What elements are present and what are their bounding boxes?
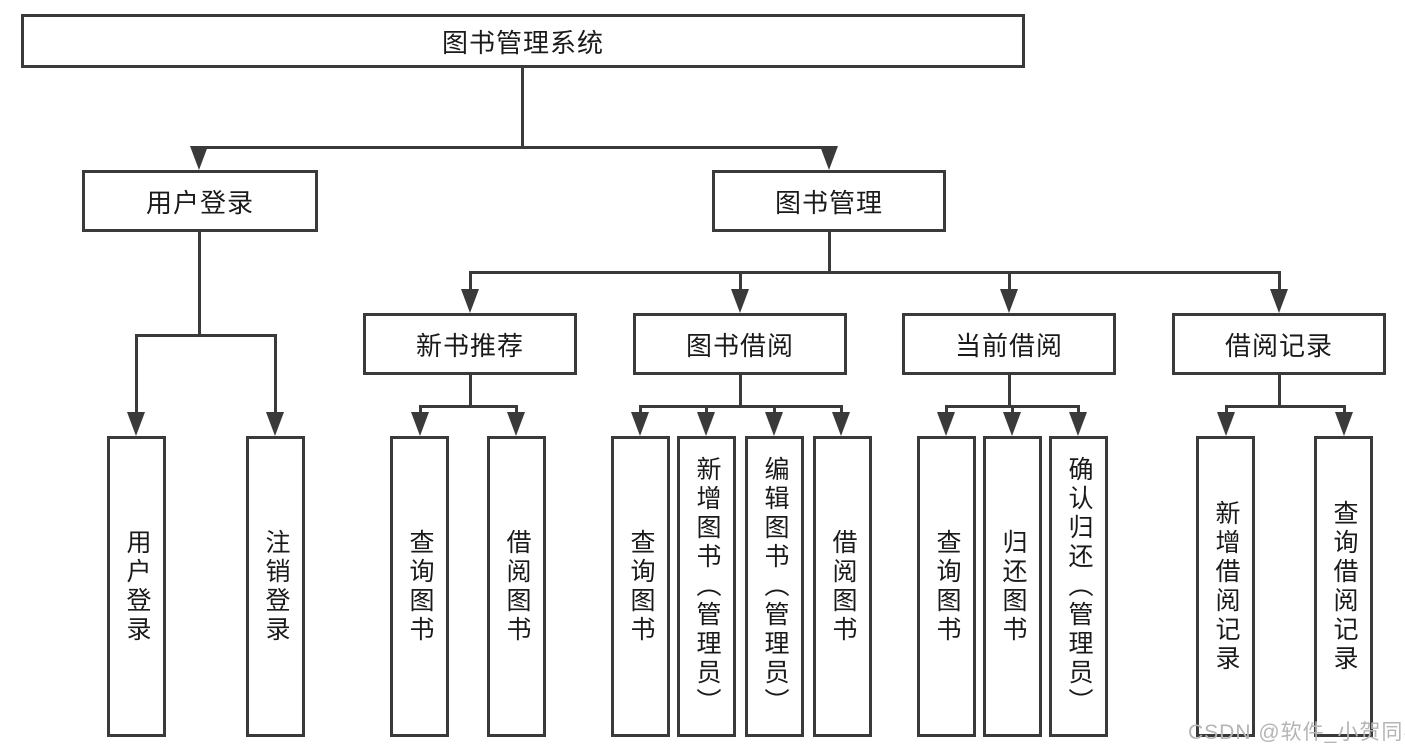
arrowhead-icon: [507, 412, 525, 436]
edge-drop-book-borrow: [739, 271, 742, 291]
edge-drop: [419, 405, 422, 418]
arrowhead-icon: [1217, 412, 1235, 436]
leaf-label: 确认归还（管理员）: [1065, 456, 1093, 717]
edge-drop: [1077, 405, 1080, 418]
leaf-logout: 注销登录: [246, 436, 305, 737]
node-borrowing-records: 借阅记录: [1172, 313, 1386, 375]
node-new-book-recommend: 新书推荐: [363, 313, 577, 375]
arrowhead-icon: [1335, 412, 1353, 436]
edge-new-books-stem: [469, 375, 472, 408]
edge-drop: [840, 405, 843, 418]
arrowhead-icon: [1069, 412, 1087, 436]
arrowhead-icon: [461, 289, 479, 313]
node-book-borrowing-label: 图书借阅: [685, 330, 794, 361]
edge-drop: [773, 405, 776, 418]
node-new-book-recommend-label: 新书推荐: [415, 330, 524, 361]
arrowhead-icon: [697, 412, 715, 436]
node-root-library-system: 图书管理系统: [21, 14, 1025, 68]
edge-drop-current-borrow: [1008, 271, 1011, 291]
arrowhead-icon: [127, 412, 145, 436]
leaf-return-books: 归还图书: [983, 436, 1042, 737]
arrowhead-icon: [832, 412, 850, 436]
node-book-management-label: 图书管理: [774, 187, 883, 218]
leaf-label: 注销登录: [262, 528, 290, 645]
arrowhead-icon: [731, 289, 749, 313]
node-current-borrowing: 当前借阅: [902, 313, 1116, 375]
edge-borrow-records-stem: [1278, 375, 1281, 408]
leaf-borrow-books-recommend: 借阅图书: [487, 436, 546, 737]
edge-drop-new-books: [469, 271, 472, 291]
node-book-borrowing: 图书借阅: [633, 313, 847, 375]
node-borrowing-records-label: 借阅记录: [1224, 330, 1333, 361]
leaf-label: 查询图书: [933, 528, 961, 645]
arrowhead-icon: [937, 412, 955, 436]
edge-root-stem: [521, 68, 524, 149]
arrowhead-icon: [820, 146, 838, 170]
leaf-label: 查询图书: [406, 528, 434, 645]
leaf-add-books-admin: 新增图书（管理员）: [677, 436, 736, 737]
edge-drop-borrow-records: [1278, 271, 1281, 291]
leaf-label: 查询借阅记录: [1330, 499, 1358, 674]
edge-drop: [1011, 405, 1014, 418]
edge-drop-leaf-login: [135, 334, 138, 418]
edge-current-borrow-stem: [1008, 375, 1011, 408]
csdn-watermark: CSDN @软件_小贺同学: [1188, 721, 1405, 744]
node-current-borrowing-label: 当前借阅: [954, 330, 1063, 361]
leaf-query-books-recommend: 查询图书: [390, 436, 449, 737]
node-user-login-label: 用户登录: [145, 187, 254, 218]
arrowhead-icon: [631, 412, 649, 436]
node-root-label: 图书管理系统: [441, 27, 604, 58]
arrowhead-icon: [266, 412, 284, 436]
edge-drop: [1343, 405, 1346, 418]
edge-book-borrow-bar: [639, 405, 843, 408]
leaf-label: 借阅图书: [503, 528, 531, 645]
leaf-label: 借阅图书: [829, 528, 857, 645]
edge-drop: [1225, 405, 1228, 418]
edge-user-login-stem: [198, 232, 201, 337]
leaf-edit-books-admin: 编辑图书（管理员）: [745, 436, 804, 737]
leaf-confirm-return-admin: 确认归还（管理员）: [1049, 436, 1108, 737]
leaf-user-login: 用户登录: [107, 436, 166, 737]
arrowhead-icon: [1270, 289, 1288, 313]
leaf-label: 查询图书: [627, 528, 655, 645]
arrowhead-icon: [1003, 412, 1021, 436]
edge-new-books-bar: [419, 405, 518, 408]
leaf-label: 归还图书: [999, 528, 1027, 645]
edge-root-bar: [199, 146, 831, 149]
arrowhead-icon: [190, 146, 208, 170]
edge-book-mgmt-stem: [828, 232, 831, 274]
edge-drop: [515, 405, 518, 418]
node-user-login: 用户登录: [82, 170, 318, 232]
node-book-management: 图书管理: [712, 170, 946, 232]
leaf-label: 新增借阅记录: [1212, 499, 1240, 674]
edge-drop-leaf-logout: [274, 334, 277, 418]
leaf-add-borrow-record: 新增借阅记录: [1196, 436, 1255, 737]
edge-drop: [945, 405, 948, 418]
edge-drop: [705, 405, 708, 418]
leaf-query-books-borrowing: 查询图书: [611, 436, 670, 737]
arrowhead-icon: [765, 412, 783, 436]
leaf-label: 编辑图书（管理员）: [761, 456, 789, 717]
edge-borrow-records-bar: [1225, 405, 1344, 408]
arrowhead-icon: [1000, 289, 1018, 313]
leaf-query-books-current: 查询图书: [917, 436, 976, 737]
leaf-label: 用户登录: [123, 528, 151, 645]
edge-book-mgmt-bar: [469, 271, 1281, 274]
edge-drop: [639, 405, 642, 418]
edge-user-login-bar: [135, 334, 276, 337]
leaf-query-borrow-record: 查询借阅记录: [1314, 436, 1373, 737]
arrowhead-icon: [411, 412, 429, 436]
edge-book-borrow-stem: [739, 375, 742, 408]
leaf-label: 新增图书（管理员）: [693, 456, 721, 717]
leaf-borrow-books: 借阅图书: [813, 436, 872, 737]
